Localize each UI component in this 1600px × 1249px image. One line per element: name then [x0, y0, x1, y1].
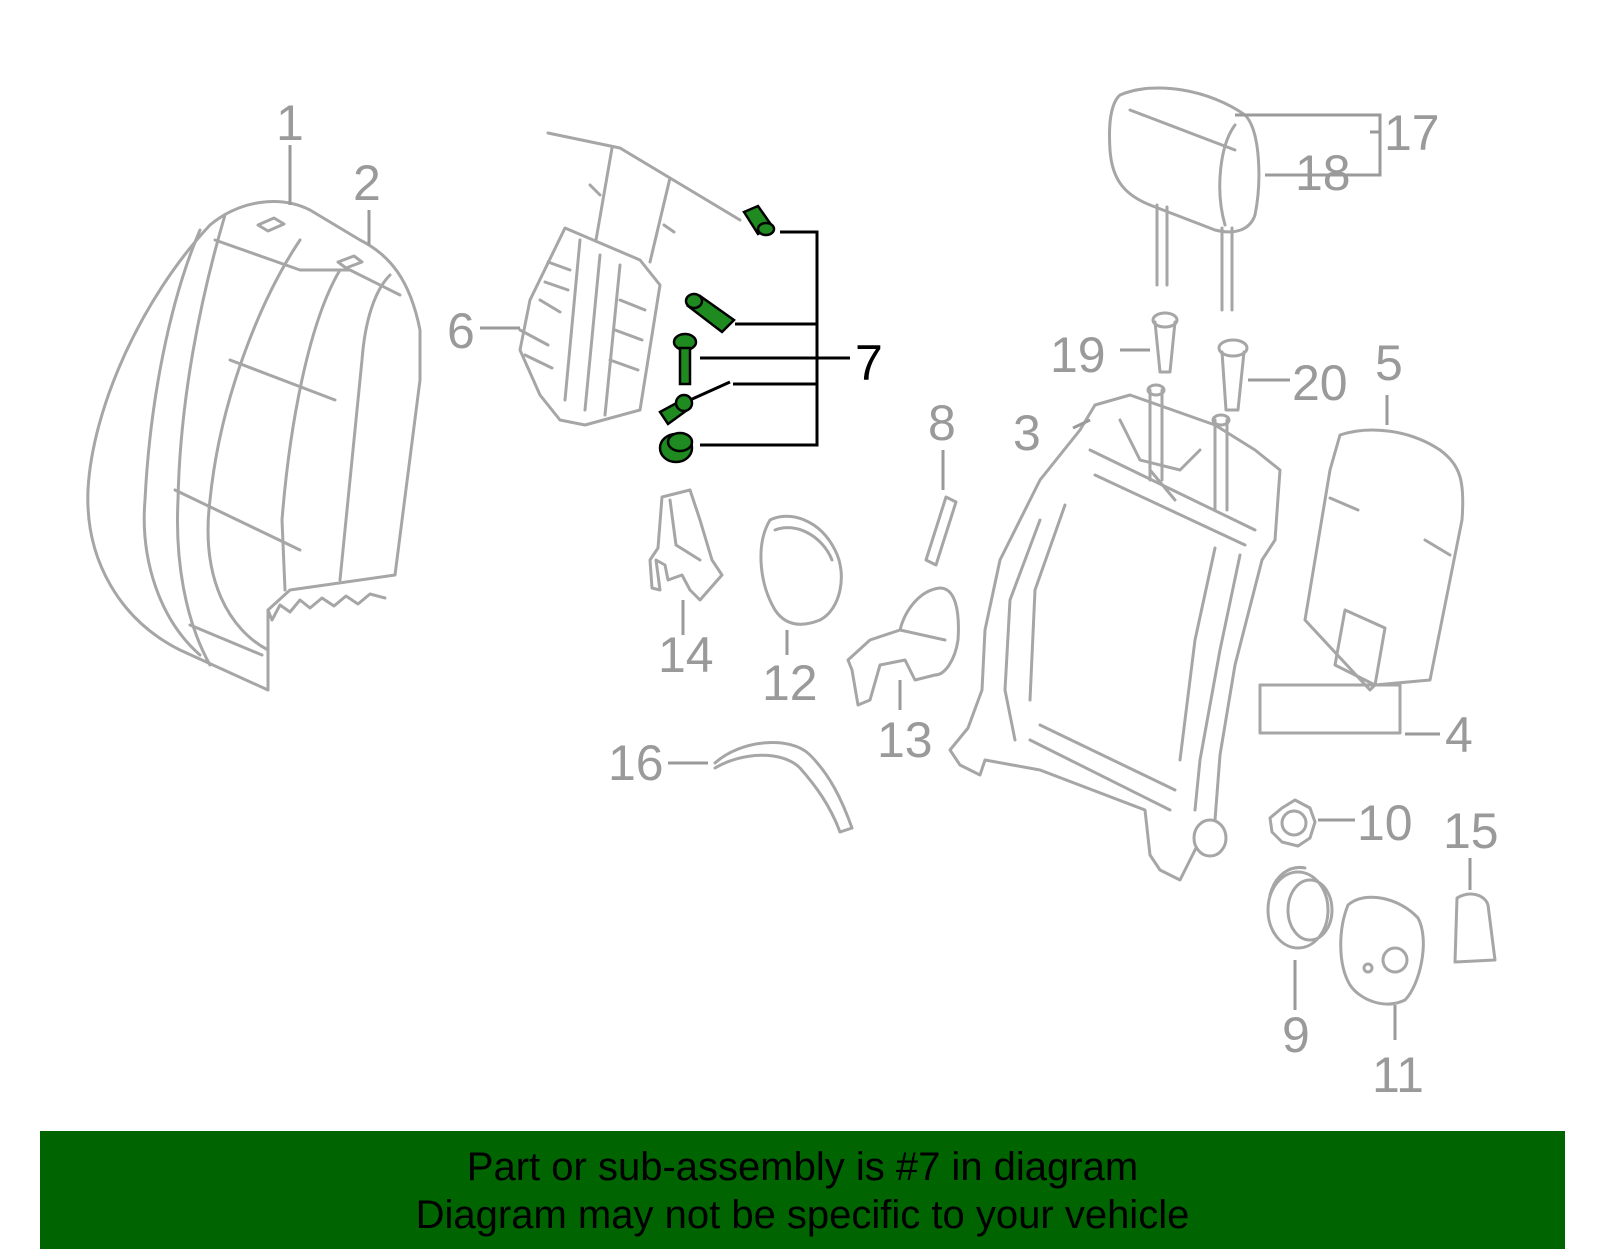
leader-lines-part-7	[700, 230, 850, 447]
callout-20: 20	[1292, 355, 1348, 411]
seat-back-frame	[948, 383, 1282, 882]
label-4	[1258, 683, 1402, 735]
callout-7: 7	[855, 335, 883, 391]
headrest	[1108, 86, 1261, 312]
callout-6: 6	[447, 303, 475, 359]
knob-cover-11	[1339, 895, 1425, 1006]
headrest-guide-20	[1217, 338, 1249, 412]
trim-bracket-14	[648, 488, 724, 602]
hardware-screw	[658, 380, 731, 426]
hardware-bolt	[672, 332, 698, 386]
callout-11: 11	[1372, 1047, 1424, 1103]
hardware-clip	[742, 204, 776, 237]
callout-4: 4	[1445, 707, 1473, 763]
knob-10	[1268, 798, 1317, 848]
cap-15	[1453, 892, 1497, 964]
callout-8: 8	[928, 395, 956, 451]
seat-back-bracket	[518, 131, 742, 427]
hardware-cap	[658, 431, 694, 464]
callout-17: 17	[1384, 105, 1440, 161]
clip-8	[924, 495, 958, 567]
callout-13: 13	[877, 712, 933, 768]
callout-3: 3	[1013, 405, 1041, 461]
callout-19: 19	[1050, 327, 1106, 383]
banner-line-disclaimer: Diagram may not be specific to your vehi…	[415, 1193, 1190, 1237]
callout-5: 5	[1375, 335, 1403, 391]
headrest-guide-19	[1151, 311, 1179, 374]
callout-16: 16	[608, 735, 664, 791]
banner-line-part: Part or sub-assembly is #7 in diagram	[466, 1145, 1139, 1189]
knob-9	[1266, 865, 1334, 950]
callout-12: 12	[762, 655, 818, 711]
callout-9: 9	[1282, 1007, 1310, 1063]
callout-labels: 1 2 3 4 5 6 7 8 9 10 11 12 13 14 15 16 1…	[276, 95, 1499, 1103]
callout-2: 2	[353, 155, 381, 211]
trim-strip-16	[713, 741, 854, 834]
parts-diagram: 1 2 3 4 5 6 7 8 9 10 11 12 13 14 15 16 1…	[86, 86, 1499, 1103]
hardware-set-7	[658, 204, 776, 464]
leader-lines	[288, 113, 1472, 1040]
back-panel-5	[1303, 428, 1465, 692]
callout-18: 18	[1295, 145, 1351, 201]
callout-15: 15	[1443, 803, 1499, 859]
callout-10: 10	[1357, 795, 1413, 851]
trim-cover-12	[759, 514, 843, 626]
seat-back-cover	[86, 200, 422, 692]
hardware-pin	[684, 292, 736, 334]
callout-14: 14	[658, 627, 714, 683]
trim-piece-13	[846, 586, 960, 707]
info-banner: Part or sub-assembly is #7 in diagram Di…	[40, 1131, 1565, 1249]
callout-1: 1	[276, 95, 304, 151]
